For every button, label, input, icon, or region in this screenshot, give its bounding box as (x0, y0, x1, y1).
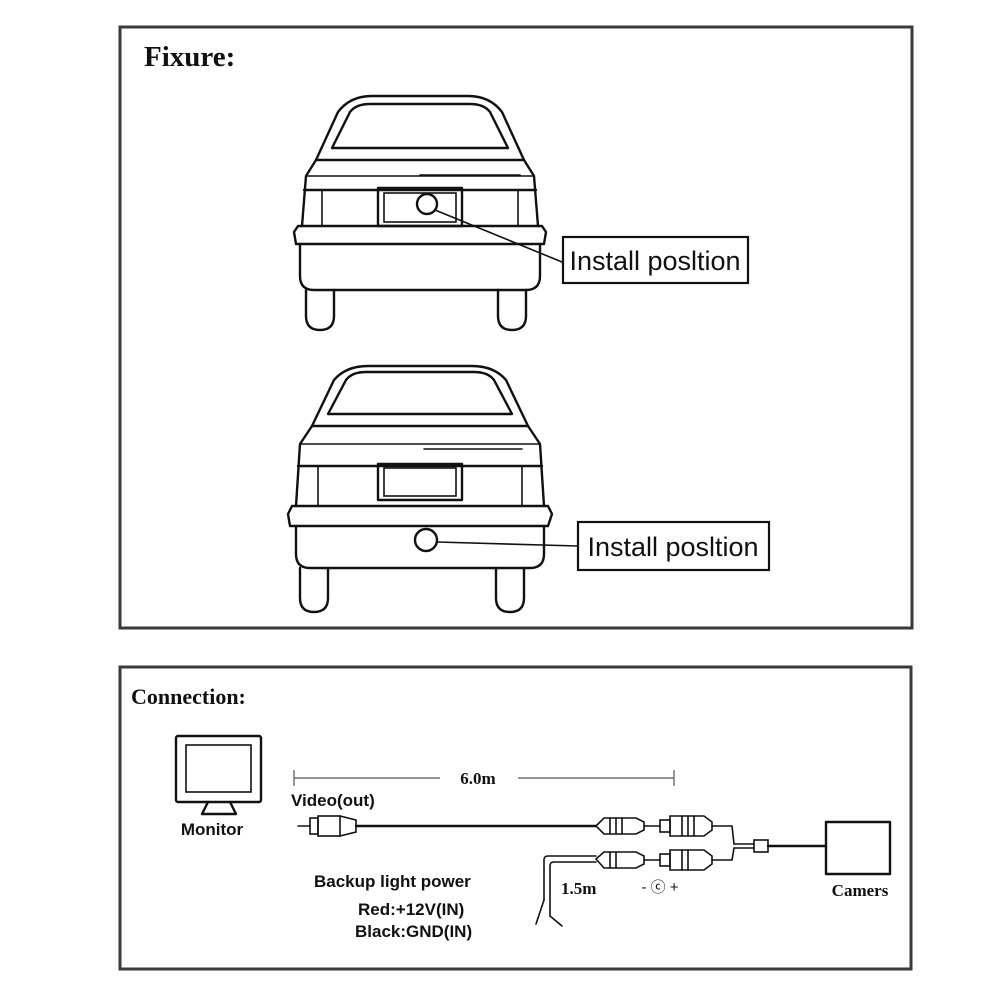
power-red-wire: Red:+12V(IN) (358, 900, 464, 919)
power-title: Backup light power (314, 872, 471, 891)
camera-position-icon (413, 527, 439, 553)
car-rear-view-top (292, 94, 563, 332)
cable-length-power: 1.5m (561, 879, 596, 898)
camera-icon (824, 820, 892, 876)
monitor-label: Monitor (181, 820, 244, 839)
video-connector-pair-icon (594, 815, 713, 837)
monitor-icon (174, 734, 263, 816)
camera-cable (711, 825, 828, 861)
fixture-panel (118, 25, 914, 630)
install-position-label: Install posltion (587, 532, 758, 562)
video-out-label: Video(out) (291, 791, 375, 810)
power-connector-pair-icon (535, 849, 713, 927)
cable-length-main: 6.0m (460, 769, 495, 788)
power-black-wire: Black:GND(IN) (355, 922, 472, 941)
camera-position-icon (415, 192, 439, 216)
cable-length-dimension (293, 770, 675, 786)
dc-polarity-symbol: - ⓒ + (641, 879, 678, 896)
camera-label: Camers (832, 881, 889, 900)
car-rear-view-bottom (286, 364, 579, 614)
install-position-callout (576, 520, 771, 572)
install-position-callout (561, 235, 750, 285)
install-position-label: Install posltion (569, 246, 740, 276)
fixture-heading: Fixure: (144, 41, 235, 73)
connection-heading: Connection: (131, 684, 246, 709)
connection-panel (118, 665, 913, 971)
